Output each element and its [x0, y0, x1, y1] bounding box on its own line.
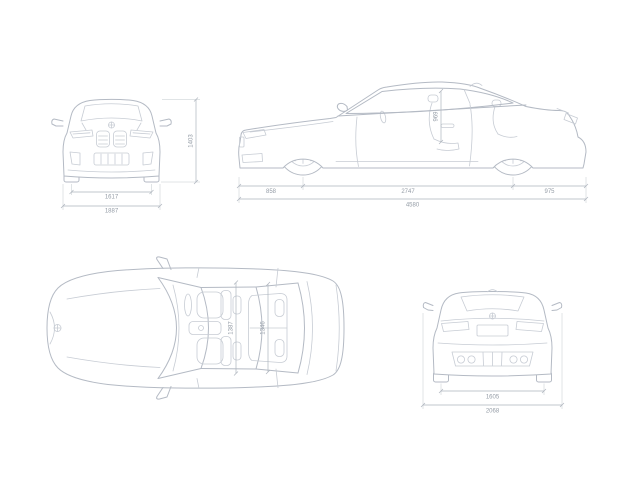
roundel-icon-rear	[489, 312, 496, 320]
front-view-mirror-left	[51, 118, 64, 127]
side-view-window-divider	[463, 88, 471, 104]
front-view-kidney-grille-left	[96, 130, 110, 148]
rear-view-mirror-right	[551, 302, 563, 311]
side-view-taillight	[563, 113, 578, 125]
top-view-mirror-right	[156, 386, 172, 400]
top-view-hood-crease-left	[66, 288, 161, 300]
front-overall-width-dimension-label: 1887	[105, 209, 119, 215]
front-view-side-intake-right	[142, 151, 154, 166]
top-view-rear-bench	[248, 293, 288, 363]
top-view-door-seams	[196, 267, 279, 389]
roundel-icon-top	[53, 324, 62, 332]
side-view: 969 858 2747 975 4580	[236, 81, 589, 209]
front-view-body	[62, 98, 161, 179]
side-view-headlight	[242, 129, 267, 139]
top-view-body	[46, 267, 345, 389]
front-view-splitter	[67, 169, 156, 173]
top-view-hood-crease-right	[66, 356, 161, 368]
top-view-rear-fascia-line	[335, 284, 340, 372]
side-wheelbase-dimension: 858 2747 975	[236, 177, 589, 203]
side-view-glasshouse	[345, 87, 514, 114]
side-view-antenna-fin	[469, 82, 483, 87]
rear-track-dimension-label: 1605	[486, 395, 500, 401]
front-view-headlight-left	[69, 129, 94, 139]
side-wheelbase-label: 2747	[401, 189, 415, 195]
side-overall-length-dimension: 4580	[236, 196, 589, 209]
front-view: 1403 1617 1887	[51, 97, 200, 215]
front-view-hood-crease-left	[81, 122, 87, 131]
side-view-grille	[239, 136, 245, 148]
top-view-dashboard	[172, 284, 180, 372]
rear-track-dimension: 1605	[438, 383, 547, 401]
side-view-mirror	[336, 102, 348, 112]
side-overall-length-label: 4580	[406, 203, 420, 209]
rear-view-taillight-right	[515, 321, 544, 332]
front-view-windshield	[80, 103, 143, 122]
front-view-center-intake	[93, 152, 130, 166]
front-view-headlight-right	[129, 129, 154, 139]
side-view-trunk-lip	[556, 108, 569, 114]
top-view-a-pillars	[157, 277, 202, 379]
side-view-door-seam	[355, 116, 359, 167]
front-track-width-dimension-label: 1617	[105, 195, 119, 201]
top-view-steering-wheel	[184, 293, 192, 317]
rear-width-mirrors-dimension: 2068	[420, 313, 565, 415]
rear-view-body	[432, 291, 553, 377]
roundel-icon	[108, 121, 115, 129]
side-front-overhang-label: 858	[266, 189, 277, 195]
front-height-dimension-label: 1403	[189, 134, 195, 148]
rear-view-license-plate	[476, 324, 509, 337]
top-view-passenger-seat	[196, 336, 242, 366]
side-headroom-dimension: 969	[434, 88, 444, 145]
top-front-shoulder-dimension: 1387	[229, 280, 239, 376]
top-rear-shoulder-dimension-label: 1346	[261, 321, 267, 335]
top-view-center-console	[188, 321, 222, 335]
front-height-dimension: 1403	[161, 97, 200, 185]
top-front-shoulder-dimension-label: 1387	[229, 321, 235, 335]
rear-view-window	[460, 294, 525, 312]
side-view-front-intake	[241, 153, 263, 163]
top-view-windshield-top	[200, 287, 209, 369]
top-view-roof-edges	[200, 286, 257, 370]
front-overall-width-dimension: 1887	[60, 184, 163, 215]
side-view-body	[238, 81, 587, 169]
top-view-c-pillars	[255, 282, 299, 374]
top-view-trunk-cut	[306, 281, 313, 375]
side-headroom-dimension-label: 969	[434, 111, 440, 122]
rear-width-mirrors-dimension-label: 2068	[486, 409, 500, 415]
rear-view: 1605 2068	[420, 289, 565, 415]
top-view-rear-window-base	[297, 282, 305, 374]
rear-view-antenna-fin	[487, 289, 498, 293]
top-view-mirror-left	[156, 256, 172, 270]
front-view-side-intake-left	[69, 151, 81, 166]
top-view-driver-seat	[196, 290, 242, 320]
front-view-kidney-grille-right	[113, 130, 127, 148]
rear-view-mirror-left	[422, 302, 434, 311]
front-view-hood-crease-right	[136, 122, 142, 131]
top-view-windshield-base	[157, 277, 177, 379]
side-rear-overhang-label: 975	[544, 189, 555, 195]
side-view-hood-line	[249, 121, 334, 133]
rear-view-diffuser	[451, 351, 534, 367]
top-rear-shoulder-dimension: 1346	[261, 281, 271, 375]
rear-view-bumper-crease	[437, 342, 548, 346]
front-view-mirror-right	[159, 118, 172, 127]
rear-view-taillight-left	[441, 321, 470, 332]
front-track-width-dimension: 1617	[69, 184, 154, 201]
top-view: 1387 1346	[46, 256, 345, 400]
